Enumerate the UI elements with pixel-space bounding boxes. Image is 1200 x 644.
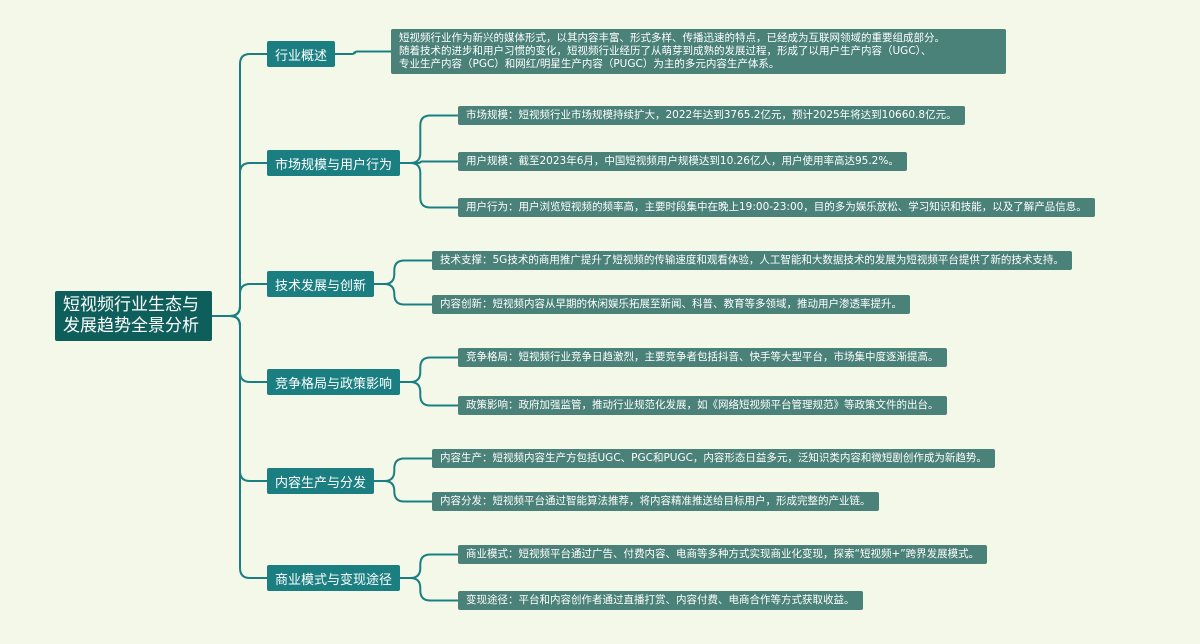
leaf-text: 用户行为：用户浏览短视频的频率高，主要时段集中在晚上19:00-23:00，目的… (466, 201, 1087, 213)
leaf-text: 政策影响：政府加强监管，推动行业规范化发展，如《网络短视频平台管理规范》等政策文… (466, 399, 939, 411)
branch-leaf-connector (334, 50, 392, 55)
branch-label: 内容生产与分发 (275, 475, 367, 491)
leaf-text: 商业模式：短视频平台通过广告、付费内容、电商等多种方式实现商业化变现，探索“短视… (466, 548, 980, 560)
branch-node-business[interactable]: 商业模式与变现途径 (267, 565, 401, 591)
root-branch-connector (211, 283, 268, 317)
root-node[interactable]: 短视频行业生态与 发展趋势全景分析 (55, 291, 212, 341)
branch-label: 商业模式与变现途径 (275, 572, 393, 588)
branch-node-overview[interactable]: 行业概述 (267, 41, 336, 67)
leaf-text-line: 随着技术的进步和用户习惯的变化，短视频行业经历了从萌芽到成熟的发展过程，形成了以… (399, 45, 932, 57)
branch-node-content[interactable]: 内容生产与分发 (267, 468, 375, 494)
branch-leaf-connector (399, 162, 459, 209)
leaf-node-monetization[interactable]: 变现途径：平台和内容创作者通过直播打赏、内容付费、电商合作等方式获取收益。 (458, 591, 863, 610)
branch-label: 技术发展与创新 (275, 278, 367, 294)
leaf-text: 技术支撑：5G技术的商用推广提升了短视频的传输速度和观看体验，人工智能和大数据技… (440, 254, 1064, 266)
branch-leaf-connector (399, 553, 459, 579)
leaf-node-competition[interactable]: 竞争格局：短视频行业竞争日趋激烈，主要竞争者包括抖音、快手等大型平台，市场集中度… (458, 348, 947, 367)
branch-leaf-connector (399, 356, 459, 383)
leaf-node-user-scale[interactable]: 用户规模：截至2023年6月，中国短视频用户规模达到10.26亿人，用户使用率高… (458, 152, 907, 171)
leaf-node-overview[interactable]: 短视频行业作为新兴的媒体形式，以其内容丰富、形式多样、传播迅速的特点，已经成为互… (391, 29, 1006, 74)
root-branch-connector (211, 315, 268, 579)
leaf-text: 内容生产：短视频内容生产方包括UGC、PGC和PUGC，内容形态日益多元，泛知识… (440, 452, 987, 464)
leaf-text-line: 专业生产内容（PGC）和网红/明星生产内容（PUGC）为主的多元内容生产体系。 (399, 58, 780, 70)
branch-leaf-connector (373, 283, 433, 306)
leaf-node-content-distribution[interactable]: 内容分发：短视频平台通过智能算法推荐，将内容精准推送给目标用户，形成完整的产业链… (432, 492, 879, 511)
leaf-text: 用户规模：截至2023年6月，中国短视频用户规模达到10.26亿人，用户使用率高… (466, 155, 899, 167)
leaf-node-tech-support[interactable]: 技术支撑：5G技术的商用推广提升了短视频的传输速度和观看体验，人工智能和大数据技… (432, 251, 1072, 270)
leaf-node-market-size[interactable]: 市场规模：短视频行业市场规模持续扩大，2022年达到3765.2亿元，预计202… (458, 106, 965, 125)
branch-leaf-connector (399, 577, 459, 602)
leaf-text-line: 短视频行业作为新兴的媒体形式，以其内容丰富、形式多样、传播迅速的特点，已经成为互… (399, 32, 945, 44)
leaf-text: 内容分发：短视频平台通过智能算法推荐，将内容精准推送给目标用户，形成完整的产业链… (440, 495, 871, 507)
branch-leaf-connector (373, 457, 433, 482)
branch-label: 竞争格局与政策影响 (275, 376, 393, 392)
branch-leaf-connector (399, 381, 459, 407)
branch-leaf-connector (373, 259, 433, 285)
leaf-text: 变现途径：平台和内容创作者通过直播打赏、内容付费、电商合作等方式获取收益。 (466, 594, 855, 606)
leaf-node-content-innovation[interactable]: 内容创新：短视频内容从早期的休闲娱乐拓展至新闻、科普、教育等多领域，推动用户渗透… (432, 295, 910, 314)
leaf-node-user-behavior[interactable]: 用户行为：用户浏览短视频的频率高，主要时段集中在晚上19:00-23:00，目的… (458, 198, 1095, 217)
branch-node-competition[interactable]: 竞争格局与政策影响 (267, 369, 401, 395)
leaf-text: 市场规模：短视频行业市场规模持续扩大，2022年达到3765.2亿元，预计202… (466, 109, 957, 121)
branch-label: 市场规模与用户行为 (275, 157, 393, 173)
branch-leaf-connector (373, 480, 433, 503)
leaf-node-business-model[interactable]: 商业模式：短视频平台通过广告、付费内容、电商等多种方式实现商业化变现，探索“短视… (458, 545, 988, 564)
leaf-text: 内容创新：短视频内容从早期的休闲娱乐拓展至新闻、科普、教育等多领域，推动用户渗透… (440, 298, 902, 310)
branch-node-technology[interactable]: 技术发展与创新 (267, 271, 375, 297)
leaf-node-content-production[interactable]: 内容生产：短视频内容生产方包括UGC、PGC和PUGC，内容形态日益多元，泛知识… (432, 449, 995, 468)
leaf-node-policy[interactable]: 政策影响：政府加强监管，推动行业规范化发展，如《网络短视频平台管理规范》等政策文… (458, 396, 947, 415)
leaf-text: 竞争格局：短视频行业竞争日趋激烈，主要竞争者包括抖音、快手等大型平台，市场集中度… (466, 351, 939, 363)
branch-leaf-connector (399, 114, 459, 164)
branch-node-market[interactable]: 市场规模与用户行为 (267, 150, 401, 176)
branch-leaf-connector (399, 160, 459, 164)
root-title: 短视频行业生态与 发展趋势全景分析 (63, 295, 199, 336)
branch-label: 行业概述 (275, 48, 328, 64)
